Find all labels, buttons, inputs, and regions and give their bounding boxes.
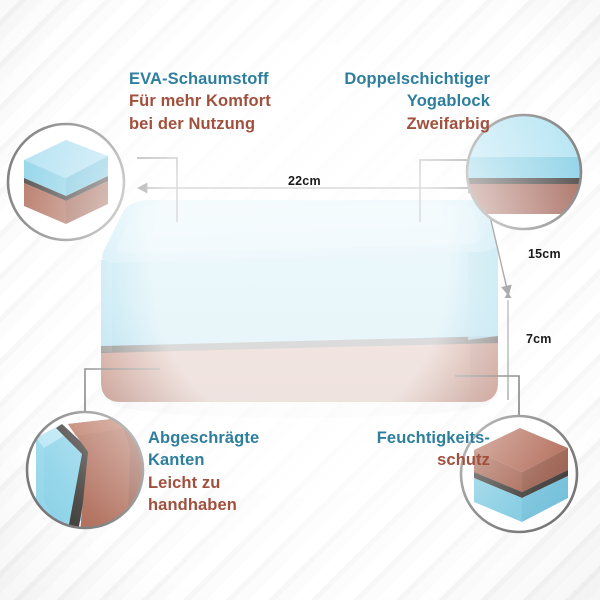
callout-eva-foam: EVA-Schaumstoff Für mehr Komfort bei der… (129, 68, 271, 135)
dimension-label-width: 22cm (288, 174, 321, 188)
dimension-arrowhead-up (504, 292, 512, 298)
callout-bevel-line-4: handhaben (148, 496, 237, 515)
callout-dual-layer: Doppelschichtiger Yogablock Zweifarbig (330, 68, 490, 135)
detail-circle-top-left (6, 122, 126, 242)
callout-eva-line-3: bei der Nutzung (129, 114, 256, 133)
callout-bevel-line-1: Abgeschrägte (148, 429, 260, 447)
callout-dual-line-3: Zweifarbig (406, 114, 490, 133)
callout-eva-line-2: Für mehr Komfort (129, 92, 271, 111)
block-brown-side (470, 334, 498, 402)
dimension-label-depth: 15cm (528, 247, 561, 261)
callout-bevel-line-3: Leicht zu (148, 473, 221, 492)
callout-eva-line-1: EVA-Schaumstoff (129, 70, 269, 88)
dimension-label-height: 7cm (526, 332, 552, 346)
block-left-bevel (101, 262, 112, 352)
callout-bevel-line-2: Kanten (148, 451, 205, 470)
callout-moisture-line-2: schutz (437, 451, 490, 470)
detail-circle-bottom-left (25, 410, 145, 530)
callout-dual-line-1: Doppelschichtiger (344, 70, 490, 88)
callout-dual-line-2: Yogablock (406, 92, 490, 111)
callout-moisture-line-1: Feuchtigkeits- (376, 429, 490, 447)
block-blue-side (468, 246, 498, 340)
callout-moisture-protection: Feuchtigkeits- schutz (330, 427, 490, 472)
callout-bevelled-edges: Abgeschrägte Kanten Leicht zu handhaben (148, 427, 259, 517)
yoga-block (101, 200, 498, 402)
